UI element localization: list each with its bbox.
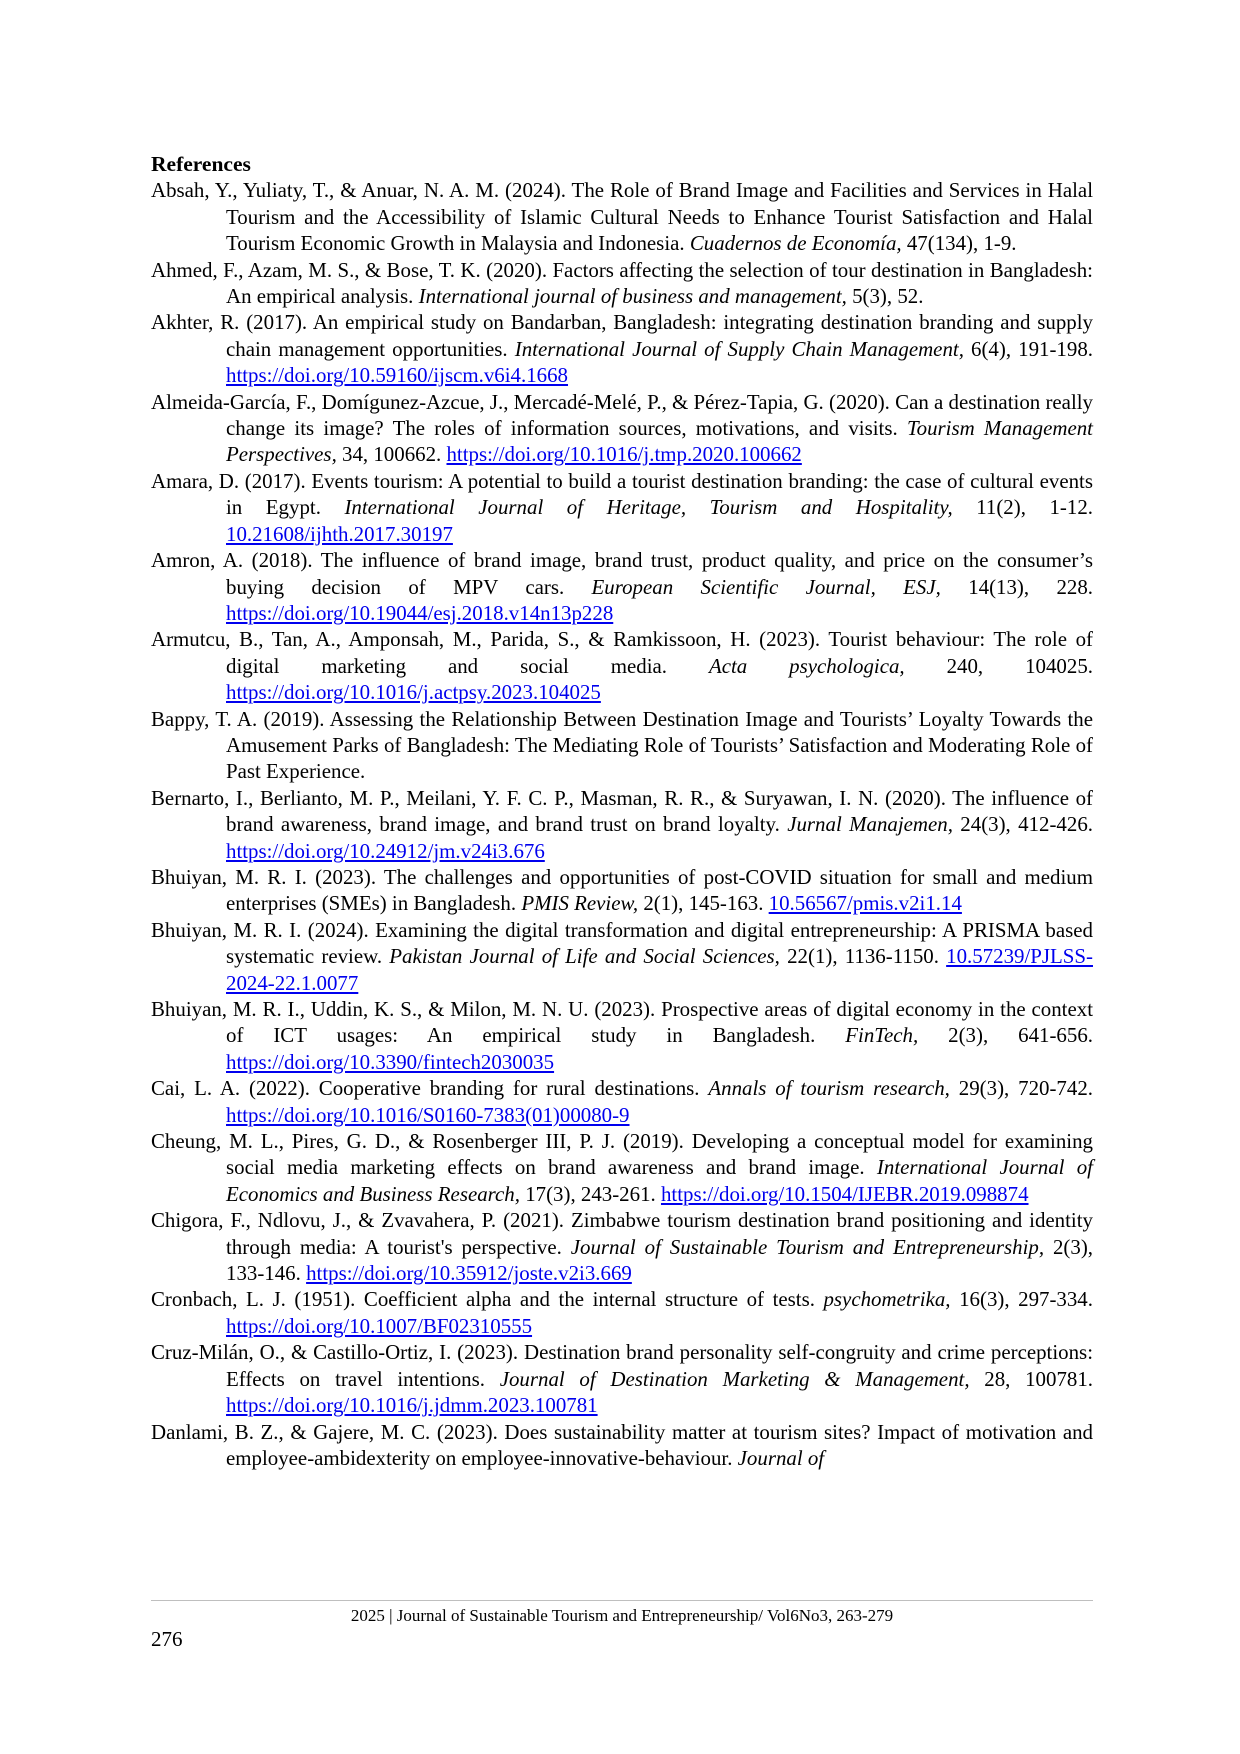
- reference-text: Bhuiyan, M. R. I. (2024). Examining the …: [151, 917, 1093, 969]
- doi-link[interactable]: https://doi.org/10.1016/j.tmp.2020.10066…: [446, 442, 802, 467]
- reference-entry: Cheung, M. L., Pires, G. D., & Rosenberg…: [151, 1128, 1093, 1207]
- doi-link[interactable]: https://doi.org/10.35912/joste.v2i3.669: [306, 1261, 632, 1286]
- reference-text: Bhuiyan, M. R. I. (2023). The challenges…: [151, 864, 1093, 916]
- reference-journal: International Journal of Economics and B…: [226, 1155, 1093, 1206]
- reference-text: Almeida-García, F., Domígunez-Azcue, J.,…: [151, 389, 1093, 441]
- reference-text: Cruz-Milán, O., & Castillo-Ortiz, I. (20…: [151, 1340, 1093, 1391]
- reference-details: 16(3), 297-334.: [950, 1287, 1093, 1312]
- reference-journal: Journal of: [737, 1445, 825, 1470]
- reference-details: 24(3), 412-426.: [952, 812, 1093, 837]
- doi-link[interactable]: https://doi.org/10.1016/j.jdmm.2023.1007…: [226, 1393, 598, 1418]
- reference-entry: Cronbach, L. J. (1951). Coefficient alph…: [151, 1286, 1093, 1339]
- reference-journal: PMIS Review,: [521, 891, 639, 916]
- reference-entry: Cruz-Milán, O., & Castillo-Ortiz, I. (20…: [151, 1339, 1093, 1418]
- reference-journal: Cuadernos de Economía,: [689, 231, 902, 256]
- footer-divider: [151, 1600, 1093, 1601]
- doi-link[interactable]: https://doi.org/10.3390/fintech2030035: [226, 1049, 555, 1074]
- section-title: References: [151, 152, 251, 176]
- reference-details: 14(13), 228.: [940, 574, 1094, 599]
- reference-journal: Annals of tourism research,: [708, 1076, 950, 1101]
- reference-entry: Akhter, R. (2017). An empirical study on…: [151, 309, 1093, 388]
- reference-details: 11(2), 1-12.: [952, 495, 1093, 520]
- reference-details: 28, 100781.: [969, 1366, 1093, 1391]
- doi-link[interactable]: https://doi.org/10.1007/BF02310555: [226, 1313, 533, 1338]
- reference-entry: Chigora, F., Ndlovu, J., & Zvavahera, P.…: [151, 1207, 1093, 1286]
- reference-text: Armutcu, B., Tan, A., Amponsah, M., Pari…: [151, 627, 1093, 678]
- reference-details: 2(1), 145-163.: [638, 891, 769, 916]
- doi-link[interactable]: 10.57239/PJLSS-2024-22.1.0077: [226, 944, 1093, 995]
- reference-details: 22(1), 1136-1150.: [779, 944, 947, 969]
- reference-journal: International journal of business and ma…: [418, 284, 847, 309]
- reference-details: 2(3), 133-146.: [226, 1234, 1094, 1286]
- reference-journal: European Scientific Journal, ESJ,: [591, 574, 941, 599]
- reference-text: Bappy, T. A. (2019). Assessing the Relat…: [151, 706, 1093, 784]
- doi-link[interactable]: https://doi.org/10.1016/j.actpsy.2023.10…: [226, 680, 601, 705]
- reference-entry: Bhuiyan, M. R. I., Uddin, K. S., & Milon…: [151, 996, 1093, 1075]
- reference-entry: Ahmed, F., Azam, M. S., & Bose, T. K. (2…: [151, 257, 1093, 310]
- reference-details: 240, 104025.: [904, 653, 1093, 678]
- reference-details: 17(3), 243-261.: [519, 1181, 661, 1206]
- reference-text: Danlami, B. Z., & Gajere, M. C. (2023). …: [151, 1419, 1093, 1470]
- reference-entry: Bernarto, I., Berlianto, M. P., Meilani,…: [151, 785, 1093, 864]
- reference-text: Akhter, R. (2017). An empirical study on…: [151, 310, 1093, 361]
- reference-text: Amron, A. (2018). The influence of brand…: [151, 548, 1093, 599]
- reference-text: Cronbach, L. J. (1951). Coefficient alph…: [151, 1287, 824, 1312]
- reference-text: Cheung, M. L., Pires, G. D., & Rosenberg…: [151, 1129, 1093, 1180]
- doi-link[interactable]: 10.56567/pmis.v2i1.14: [768, 891, 962, 916]
- reference-entry: Bhuiyan, M. R. I. (2024). Examining the …: [151, 917, 1093, 996]
- reference-text: Cai, L. A. (2022). Cooperative branding …: [151, 1076, 709, 1101]
- reference-journal: Tourism Management Perspectives,: [226, 416, 1093, 467]
- reference-entry: Almeida-García, F., Domígunez-Azcue, J.,…: [151, 389, 1093, 468]
- reference-details: 29(3), 720-742.: [949, 1076, 1093, 1101]
- doi-link[interactable]: https://doi.org/10.19044/esj.2018.v14n13…: [226, 600, 614, 625]
- reference-text: Amara, D. (2017). Events tourism: A pote…: [151, 468, 1093, 520]
- reference-journal: Acta psychologica,: [708, 653, 905, 678]
- reference-journal: Journal of Sustainable Tourism and Entre…: [570, 1234, 1045, 1259]
- reference-details: 5(3), 52.: [846, 284, 924, 309]
- reference-details: 47(134), 1-9.: [901, 231, 1017, 256]
- reference-journal: Jurnal Manajemen,: [787, 812, 953, 837]
- reference-entry: Bappy, T. A. (2019). Assessing the Relat…: [151, 706, 1093, 785]
- reference-details: 34, 100662.: [336, 442, 447, 467]
- doi-link[interactable]: https://doi.org/10.1016/S0160-7383(01)00…: [226, 1102, 630, 1127]
- reference-journal: psychometrika,: [823, 1287, 951, 1312]
- doi-link[interactable]: https://doi.org/10.1504/IJEBR.2019.09887…: [660, 1181, 1029, 1206]
- reference-details: 2(3), 641-656.: [918, 1023, 1093, 1048]
- reference-text: Ahmed, F., Azam, M. S., & Bose, T. K. (2…: [151, 257, 1093, 309]
- reference-journal: Pakistan Journal of Life and Social Scie…: [389, 944, 780, 969]
- reference-entry: Armutcu, B., Tan, A., Amponsah, M., Pari…: [151, 626, 1093, 705]
- references-section: References Absah, Y., Yuliaty, T., & Anu…: [151, 151, 1093, 1471]
- reference-entry: Amron, A. (2018). The influence of brand…: [151, 547, 1093, 626]
- reference-text: Bernarto, I., Berlianto, M. P., Meilani,…: [151, 785, 1093, 837]
- reference-text: Absah, Y., Yuliaty, T., & Anuar, N. A. M…: [151, 178, 1093, 256]
- doi-link[interactable]: https://doi.org/10.24912/jm.v24i3.676: [226, 838, 545, 863]
- journal-footer: 2025 | Journal of Sustainable Tourism an…: [350, 1606, 894, 1625]
- reference-journal: International Journal of Heritage, Touri…: [344, 495, 953, 520]
- reference-entry: Cai, L. A. (2022). Cooperative branding …: [151, 1075, 1093, 1128]
- reference-text: Bhuiyan, M. R. I., Uddin, K. S., & Milon…: [151, 997, 1093, 1048]
- reference-entry: Bhuiyan, M. R. I. (2023). The challenges…: [151, 864, 1093, 917]
- reference-entry: Danlami, B. Z., & Gajere, M. C. (2023). …: [151, 1419, 1093, 1472]
- reference-text: Chigora, F., Ndlovu, J., & Zvavahera, P.…: [151, 1208, 1093, 1259]
- reference-journal: FinTech,: [845, 1023, 919, 1048]
- page-number: 276: [151, 1627, 183, 1651]
- reference-details: 6(4), 191-198.: [963, 336, 1093, 361]
- reference-entry: Absah, Y., Yuliaty, T., & Anuar, N. A. M…: [151, 177, 1093, 256]
- reference-entry: Amara, D. (2017). Events tourism: A pote…: [151, 468, 1093, 547]
- doi-link[interactable]: 10.21608/ijhth.2017.30197: [226, 521, 453, 546]
- reference-journal: Journal of Destination Marketing & Manag…: [499, 1366, 970, 1391]
- doi-link[interactable]: https://doi.org/10.59160/ijscm.v6i4.1668: [226, 363, 569, 388]
- reference-journal: International Journal of Supply Chain Ma…: [514, 336, 964, 361]
